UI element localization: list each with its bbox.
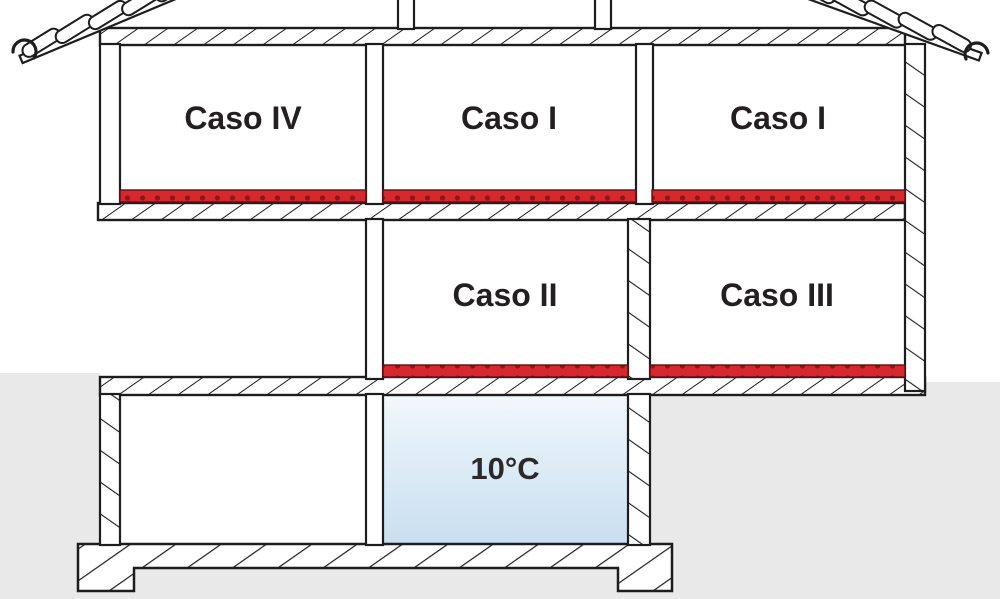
roof-right (753, 0, 990, 62)
heating-layer-caso-iv (119, 189, 367, 203)
exterior-wall-left (98, 42, 122, 206)
room-label-caso-iv: Caso IV (184, 100, 302, 136)
basement-wall-left (98, 392, 122, 547)
ground-floor-slab (98, 375, 927, 397)
attic-stub-wall-right (593, 0, 613, 31)
heating-layer-caso-iii (649, 364, 906, 378)
wall-middle-floor-left (364, 217, 385, 381)
roof-tile (121, 0, 161, 17)
heating-layer-caso-i-right (651, 189, 906, 203)
room-label-caso-i-right: Caso I (730, 100, 826, 136)
attic-ceiling-slab (98, 26, 907, 47)
upper-floor-slab (96, 201, 907, 222)
room-label-caso-ii: Caso II (453, 277, 558, 313)
foundation-slab (76, 542, 674, 593)
room-label-caso-iii: Caso III (720, 277, 834, 313)
attic-stub-wall-left (396, 0, 416, 31)
basement-temperature-label: 10°C (470, 451, 539, 486)
roof-tile (931, 23, 972, 53)
gutter-left (11, 38, 38, 60)
gutter-right (963, 41, 990, 61)
room-label-caso-i-left: Caso I (461, 100, 557, 136)
partition-wall-top-floor-left (364, 42, 385, 206)
heating-layer-caso-ii (382, 364, 629, 378)
roof-left (11, 0, 244, 65)
basement-cold-room (383, 395, 628, 544)
heating-layer-caso-i-left (382, 189, 637, 203)
basement-wall-right (626, 392, 652, 547)
ground-soil (0, 373, 1000, 599)
insulated-wall-caso-ii-iii (626, 217, 652, 381)
basement-wall-middle (364, 392, 385, 547)
exterior-wall-right (903, 42, 927, 393)
partition-wall-top-floor-right (634, 42, 655, 206)
